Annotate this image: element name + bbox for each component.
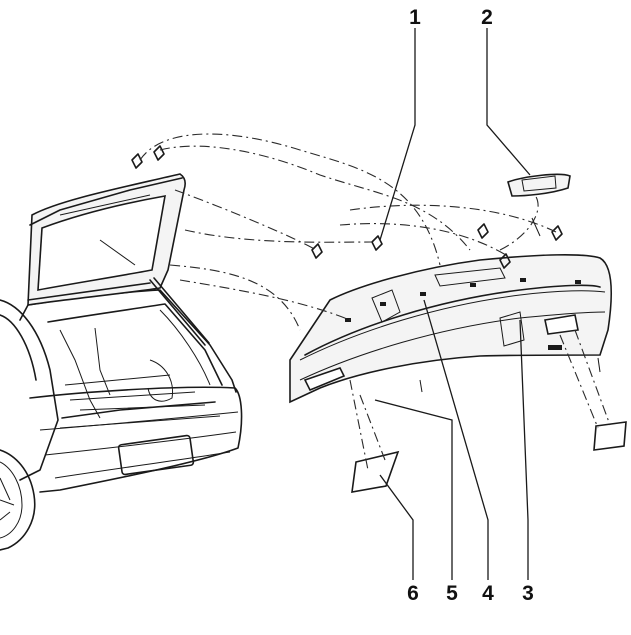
callout-3: 3: [522, 582, 534, 605]
assembly-lines: [139, 133, 611, 471]
part-6-cover: [351, 450, 400, 493]
leader-lines: [374, 28, 531, 580]
callout-5: 5: [446, 582, 458, 605]
right-cover: [593, 421, 627, 451]
part-2-cover: [507, 173, 571, 197]
callout-1: 1: [409, 6, 421, 29]
car-rear: [0, 173, 243, 551]
callout-6: 6: [407, 582, 419, 605]
clips: [131, 145, 601, 393]
trim-panel-3: [289, 254, 613, 404]
callout-2: 2: [481, 6, 493, 29]
callout-4: 4: [482, 582, 494, 605]
